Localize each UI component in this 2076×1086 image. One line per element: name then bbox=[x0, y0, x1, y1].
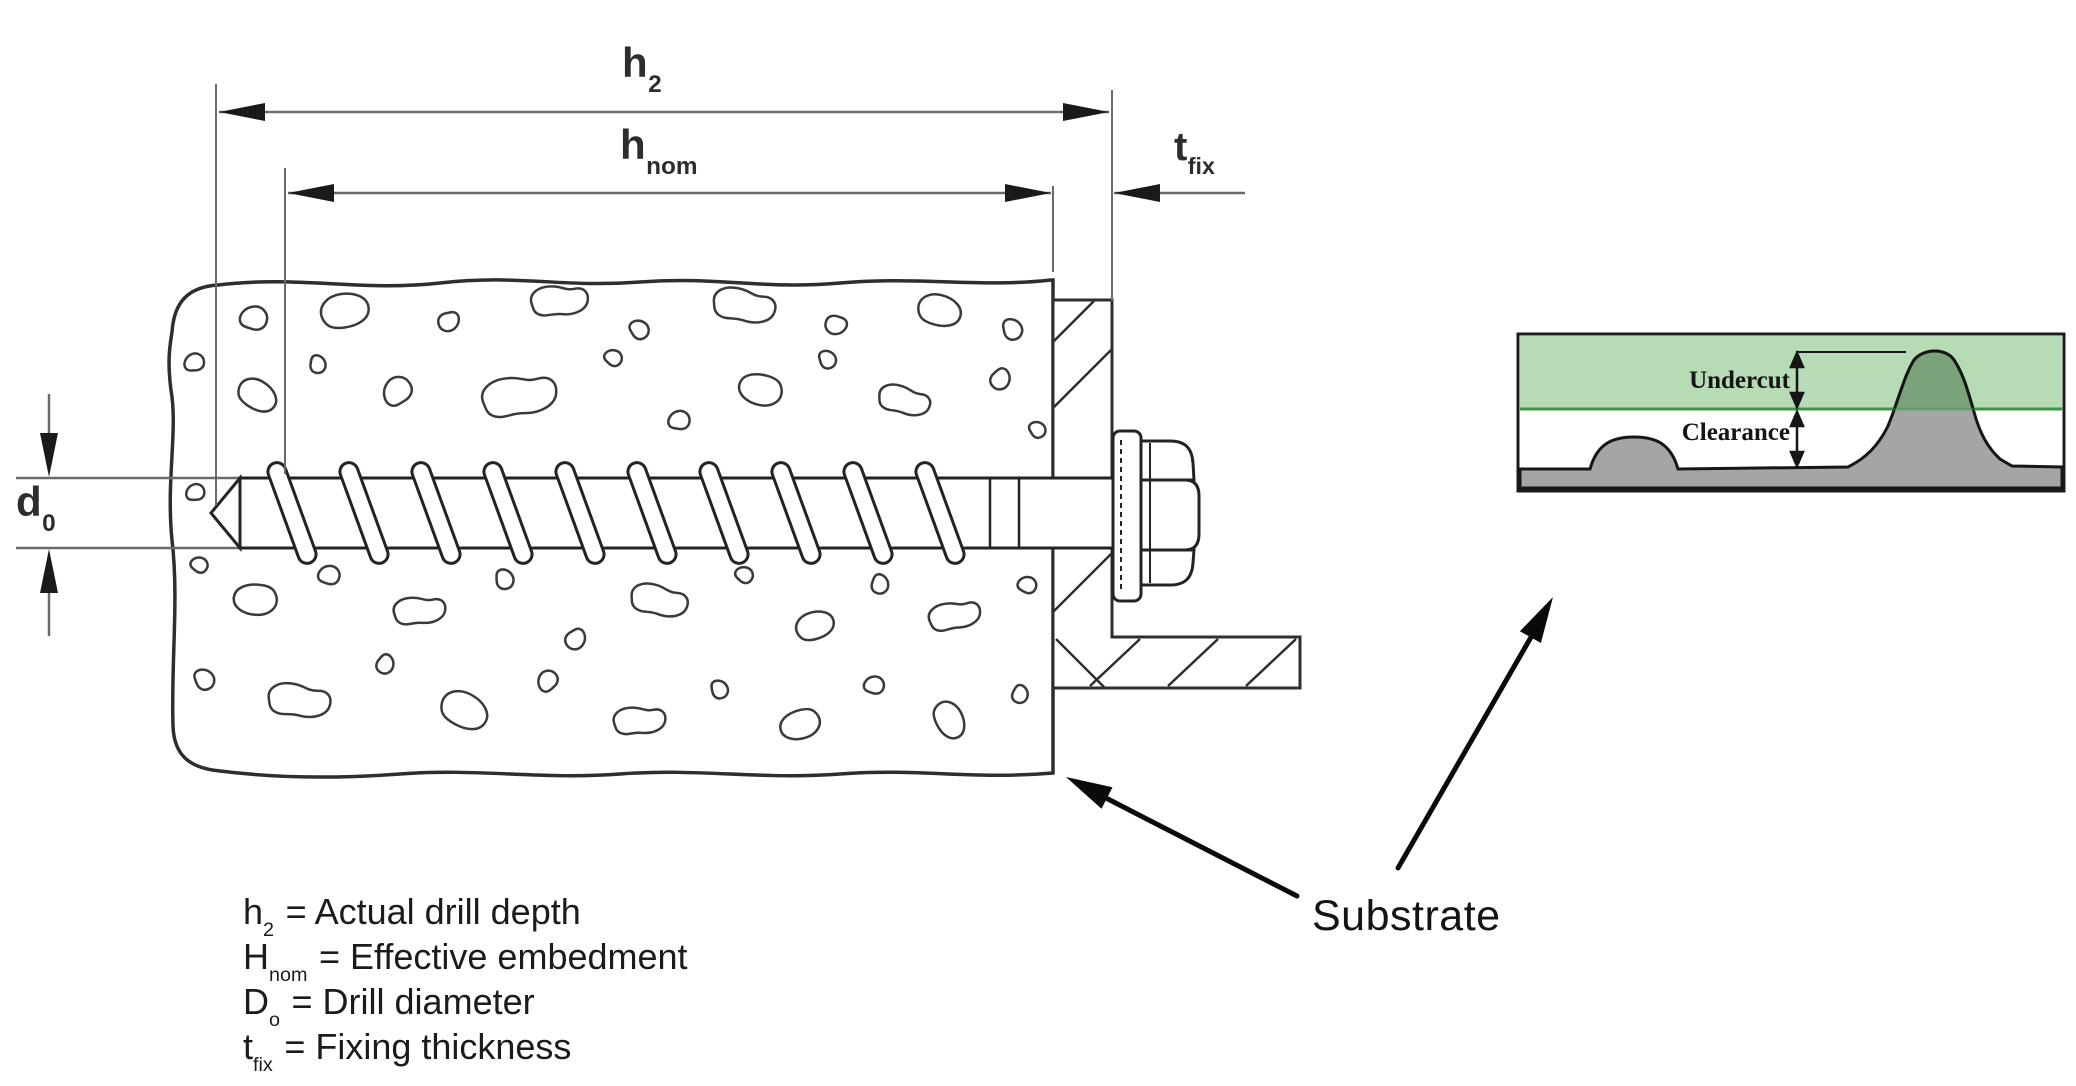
dimension-d0 bbox=[40, 394, 58, 636]
substrate-label: Substrate bbox=[1312, 892, 1501, 940]
clearance-label: Clearance bbox=[1681, 419, 1790, 446]
screw-threads bbox=[266, 461, 966, 565]
arrowhead-up-icon bbox=[40, 549, 58, 593]
undercut-label: Undercut bbox=[1689, 367, 1790, 394]
arrowhead-icon bbox=[1519, 597, 1553, 643]
substrate-arrow-left bbox=[1066, 777, 1300, 899]
legend-item-h2: h2= Actual drill depth bbox=[243, 891, 581, 941]
dim-label-tfix: tfix bbox=[1174, 125, 1215, 180]
bracket-hatching bbox=[1052, 300, 1297, 688]
undercut-arrow bbox=[1789, 349, 1805, 411]
serrated-washer bbox=[1111, 429, 1143, 603]
dimension-h2 bbox=[219, 103, 1109, 121]
legend-item-d0: Do= Drill diameter bbox=[243, 981, 535, 1031]
arrowhead-left-icon bbox=[288, 184, 334, 202]
drill-hole-reference-lines bbox=[16, 476, 244, 550]
dimension-tfix bbox=[1114, 184, 1245, 202]
arrowhead-right-icon bbox=[1005, 184, 1051, 202]
inset-peak-overlap bbox=[1892, 349, 1975, 409]
legend-item-hnom: Hnom= Effective embedment bbox=[243, 936, 688, 986]
legend-item-tfix: tfix= Fixing thickness bbox=[243, 1026, 572, 1076]
dimension-hnom bbox=[288, 184, 1051, 202]
arrowhead-right-icon bbox=[1063, 103, 1109, 121]
dim-label-d0: d0 bbox=[16, 478, 56, 537]
dim-label-hnom: hnom bbox=[620, 121, 698, 180]
arrowhead-left-icon bbox=[219, 103, 265, 121]
hex-nut bbox=[1139, 439, 1201, 587]
extension-lines bbox=[215, 84, 1113, 505]
legend: h2= Actual drill depth Hnom= Effective e… bbox=[243, 889, 688, 1076]
arrowhead-left-icon bbox=[1114, 184, 1160, 202]
substrate-arrow-right bbox=[1395, 597, 1553, 871]
arrowhead-down-icon bbox=[40, 433, 58, 477]
thread-detail-inset bbox=[1516, 332, 2066, 493]
dim-label-h2: h2 bbox=[622, 39, 662, 98]
arrowhead-icon bbox=[1066, 777, 1113, 809]
clearance-arrow bbox=[1789, 408, 1805, 470]
screw-tip bbox=[209, 473, 242, 553]
